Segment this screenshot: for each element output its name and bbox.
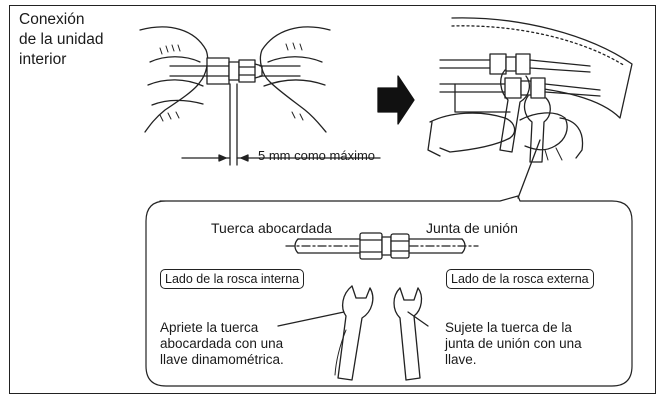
torque-wrench-icon (334, 285, 374, 381)
dimension-arrow-left (218, 154, 227, 162)
torque-note-line-2: abocardada con una (160, 336, 284, 351)
direction-arrow (377, 75, 415, 125)
diagram-frame (9, 5, 656, 394)
external-thread-label: Lado de la rosca externa (446, 269, 594, 289)
right-unit-illustration (427, 17, 633, 199)
detail-pipe-assembly (285, 232, 479, 260)
union-joint-label: Junta de unión (426, 220, 518, 236)
flare-nut-label: Tuerca abocardada (211, 220, 332, 236)
hold-note-line-2: junta de unión con una (445, 336, 582, 351)
hold-leader (407, 311, 429, 327)
dimension-label: 5 mm como máximo (258, 148, 376, 163)
title-line-1: Conexión (19, 11, 85, 28)
hold-note-line-3: llave. (445, 352, 477, 367)
detail-box (145, 195, 633, 387)
dimension-arrow-right (240, 154, 249, 162)
torque-note-line-3: llave dinamométrica. (160, 352, 284, 367)
left-hands-illustration (139, 26, 381, 166)
torque-note-line-1: Apriete la tuerca (160, 320, 259, 335)
spanner-wrench-icon (393, 287, 423, 381)
title-line-3: interior (19, 51, 67, 68)
hold-note-line-1: Sujete la tuerca de la (445, 320, 572, 335)
internal-thread-label: Lado de la rosca interna (160, 269, 305, 289)
torque-leader (277, 311, 345, 327)
title-line-2: de la unidad (19, 31, 104, 48)
